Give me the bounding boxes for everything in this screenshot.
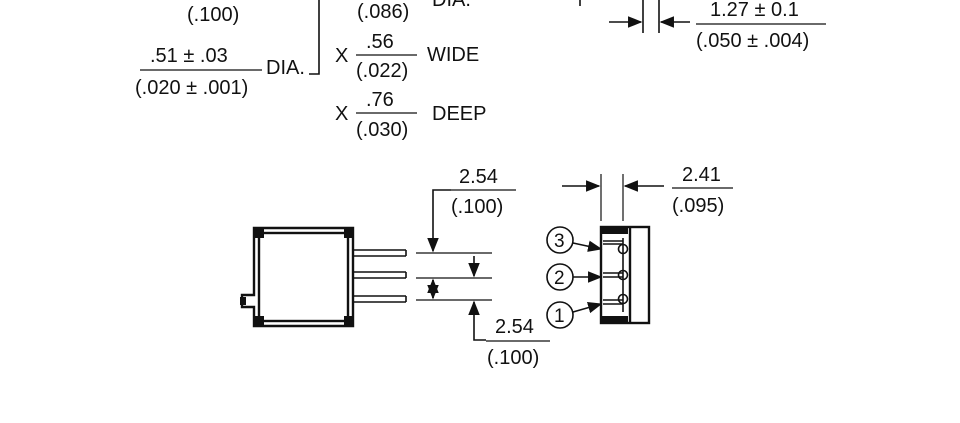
dia-fraction-num: .51 ± .03 bbox=[150, 45, 228, 67]
pitch-upper-leader bbox=[427, 189, 451, 253]
pitch-upper-num: 2.54 bbox=[459, 166, 498, 188]
top-middle-partial-fraction: (.086) bbox=[357, 1, 409, 23]
deep-label: DEEP bbox=[432, 103, 486, 125]
dia-leader-line bbox=[309, 0, 320, 75]
top-right-den: (.050 ± .004) bbox=[696, 30, 809, 52]
pin-callout-3 bbox=[546, 226, 603, 254]
wide-den: (.022) bbox=[356, 60, 408, 82]
dia-label: DIA. bbox=[266, 57, 305, 79]
deep-num: .76 bbox=[366, 89, 394, 111]
wide-label: WIDE bbox=[427, 44, 479, 66]
wide-prefix: X bbox=[335, 45, 348, 67]
pitch-lower-den: (.100) bbox=[487, 347, 539, 369]
pin-callout-2 bbox=[546, 263, 603, 291]
pin-callout-1 bbox=[546, 301, 603, 329]
end-view-body bbox=[599, 225, 651, 325]
wide-num: .56 bbox=[366, 31, 394, 53]
pitch-upper-den: (.100) bbox=[451, 196, 503, 218]
top-left-partial-fraction: (.100) bbox=[187, 4, 239, 26]
top-middle-partial-label: DIA. bbox=[432, 0, 471, 11]
deep-den: (.030) bbox=[356, 119, 408, 141]
end-width-den: (.095) bbox=[672, 195, 724, 217]
pitch-lower-num: 2.54 bbox=[495, 316, 534, 338]
side-view-body bbox=[240, 226, 355, 328]
pin-label-1: 1 bbox=[554, 306, 565, 327]
end-width-num: 2.41 bbox=[682, 164, 721, 186]
pin-label-3: 3 bbox=[554, 231, 565, 252]
side-view-pins bbox=[353, 249, 407, 303]
deep-prefix: X bbox=[335, 103, 348, 125]
top-right-num: 1.27 ± 0.1 bbox=[710, 0, 799, 21]
dia-fraction-den: (.020 ± .001) bbox=[135, 77, 248, 99]
pin-label-2: 2 bbox=[554, 268, 565, 289]
pitch-lower-leader bbox=[468, 300, 486, 341]
